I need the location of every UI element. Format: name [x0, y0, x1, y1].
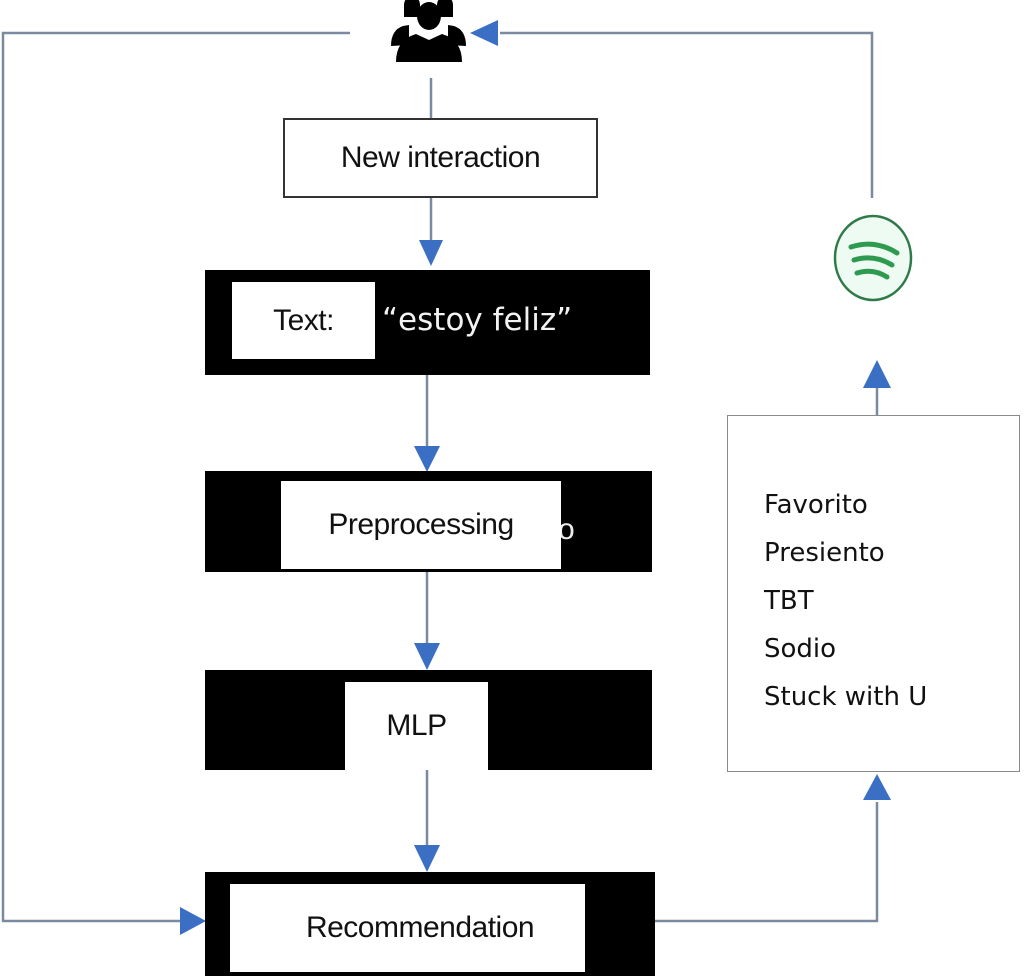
node-text-input-label-box: Text:: [232, 282, 375, 359]
song-item: Presiento: [764, 538, 885, 568]
song-item: Favorito: [764, 490, 868, 520]
arrowhead-to-user: [470, 20, 498, 46]
node-preprocessing-label-box: Preprocessing: [281, 481, 561, 569]
arrowhead-to-preprocessing: [414, 446, 440, 472]
arrowhead-to-mlp: [414, 643, 440, 670]
edge-user-loop-to-recommendation: [1, 31, 350, 923]
node-text-input: Text: “estoy feliz”: [205, 270, 650, 375]
node-song-list: Favorito Presiento TBT Sodio Stuck with …: [727, 415, 1020, 772]
users-icon: [391, 0, 466, 62]
arrowhead-to-spotify: [863, 360, 891, 388]
node-recommendation-label: Recommendation: [305, 911, 535, 944]
node-preprocessing: o Preprocessing: [205, 471, 652, 572]
spotify-icon: [833, 214, 913, 302]
song-item: Stuck with U: [764, 682, 928, 712]
node-text-input-label: Text:: [273, 303, 334, 337]
node-recommendation-label-panel: Recommendation: [255, 884, 585, 972]
node-mlp-label-box: MLP: [345, 682, 488, 770]
node-new-interaction-label: New interaction: [340, 141, 541, 174]
arrowhead-to-text: [419, 240, 443, 266]
node-preprocessing-stray-text: o: [558, 513, 575, 546]
song-list: Favorito Presiento TBT Sodio Stuck with …: [764, 481, 927, 721]
node-mlp-label: MLP: [386, 709, 447, 742]
node-preprocessing-label: Preprocessing: [328, 508, 514, 541]
node-new-interaction: New interaction: [283, 118, 598, 198]
node-text-input-value: “estoy feliz”: [382, 302, 573, 338]
song-item: TBT: [764, 586, 814, 616]
edge-recommendation-to-songs: [655, 802, 879, 923]
song-item: Sodio: [764, 634, 837, 664]
arrowhead-to-songs: [863, 774, 891, 800]
arrowhead-to-recommendation-top: [414, 845, 440, 872]
node-mlp: MLP: [205, 670, 652, 770]
edge-spotify-to-user: [500, 31, 874, 198]
arrowhead-to-recommendation-left: [180, 907, 206, 935]
